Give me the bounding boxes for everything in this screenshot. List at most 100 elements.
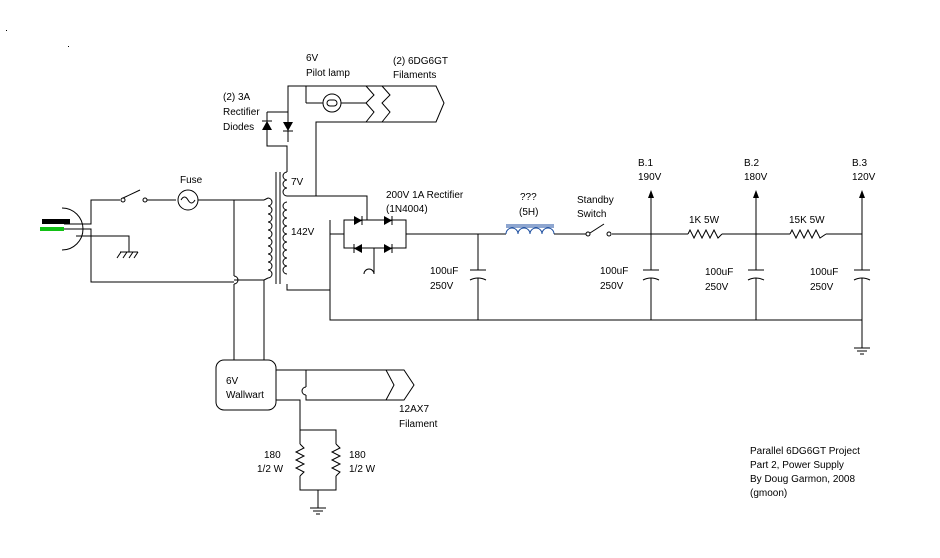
- filaments-name: Filaments: [393, 70, 436, 81]
- r2-label: 15K 5W: [789, 215, 825, 226]
- b3-name: B.3: [852, 158, 867, 169]
- tap-b1-arrow: [648, 190, 654, 234]
- ground-return-rail: [329, 283, 863, 348]
- primary-winding: [267, 197, 273, 279]
- choke-inductor: [505, 224, 586, 235]
- credits-line4: (gmoon): [750, 488, 787, 499]
- secondary-142v-winding: [282, 201, 288, 275]
- pilot-lamp-voltage: 6V: [306, 53, 319, 64]
- diode-4: [384, 244, 392, 253]
- c1-voltage: 250V: [430, 281, 454, 292]
- bridge-box: [343, 219, 407, 249]
- ax7-name: Filament: [399, 419, 438, 430]
- fuse-symbol: [177, 189, 264, 211]
- stray-dot: [68, 46, 69, 47]
- plug-prong-black: [42, 219, 70, 224]
- res-left-power: 1/2 W: [257, 464, 284, 475]
- c4-value: 100uF: [810, 267, 838, 278]
- ax7-filament-label: 12AX7 Filament: [399, 404, 438, 430]
- wallwart-label: 6V Wallwart: [226, 376, 264, 401]
- filaments-tubes: (2) 6DG6GT: [393, 56, 448, 67]
- c1-label: 100uF 250V: [430, 266, 458, 292]
- c3-label: 100uF 250V: [705, 267, 733, 293]
- secondary-7v-winding: [282, 171, 288, 197]
- filament-connector-6dg6gt: [365, 85, 445, 123]
- b1-name: B.1: [638, 158, 653, 169]
- standby-switch-label: Standby Switch: [577, 195, 614, 220]
- resistor-180-left: [294, 430, 318, 491]
- pilot-lamp-symbol: [305, 86, 366, 113]
- credits-block: Parallel 6DG6GT Project Part 2, Power Su…: [750, 446, 860, 499]
- chassis-ground-icon: [116, 251, 139, 259]
- credits-line2: Part 2, Power Supply: [750, 460, 844, 471]
- rectifier-diode-left: [262, 112, 272, 143]
- credits-line1: Parallel 6DG6GT Project: [750, 446, 860, 457]
- c2-value: 100uF: [600, 266, 628, 277]
- b2-voltage: 180V: [744, 172, 768, 183]
- diode-1: [354, 216, 362, 225]
- standby-line1: Standby: [577, 195, 614, 206]
- secondary-7v-label: 7V: [291, 177, 304, 188]
- wallwart-name: Wallwart: [226, 390, 264, 401]
- diode-2: [384, 216, 392, 225]
- resistor-180-right: [317, 430, 342, 508]
- power-transformer: [234, 171, 288, 284]
- c2-voltage: 250V: [600, 281, 624, 292]
- c4-label: 100uF 250V: [810, 267, 838, 293]
- capacitor-c1: [469, 234, 487, 320]
- res-right-label: 180 1/2 W: [349, 450, 376, 475]
- standby-line2: Switch: [577, 209, 606, 220]
- resistor-1k: [687, 228, 723, 240]
- b1-label: B.1 190V: [638, 158, 662, 183]
- b3-voltage: 120V: [852, 172, 876, 183]
- credits-line3: By Doug Garmon, 2008: [750, 474, 855, 485]
- mains-wiring: [76, 199, 234, 283]
- resistor-15k: [789, 228, 827, 240]
- c2-label: 100uF 250V: [600, 266, 628, 292]
- bridge-rating: 200V 1A Rectifier: [386, 190, 464, 201]
- c3-voltage: 250V: [705, 282, 729, 293]
- tap-b3-arrow: [859, 190, 865, 234]
- filaments-label: (2) 6DG6GT Filaments: [393, 56, 448, 81]
- ground-icon: [854, 347, 870, 355]
- tap-b2-arrow: [753, 190, 759, 234]
- c1-value: 100uF: [430, 266, 458, 277]
- b2-name: B.2: [744, 158, 759, 169]
- standby-switch: [585, 223, 612, 237]
- rectifier-diode-right: [283, 122, 293, 132]
- bridge-rectifier: [286, 195, 478, 291]
- wallwart-output-wiring: [276, 369, 386, 442]
- b3-label: B.3 120V: [852, 158, 876, 183]
- stray-dot: [6, 30, 7, 31]
- b2-label: B.2 180V: [744, 158, 768, 183]
- c4-voltage: 250V: [810, 282, 834, 293]
- choke-unknown: ???: [520, 192, 537, 203]
- ax7-tube: 12AX7: [399, 404, 429, 415]
- choke-label: ??? (5H): [519, 192, 538, 218]
- rectifier-diodes-name: Diodes: [223, 122, 254, 133]
- wallwart-voltage: 6V: [226, 376, 239, 387]
- r1-label: 1K 5W: [689, 215, 720, 226]
- pilot-lamp-name: Pilot lamp: [306, 68, 350, 79]
- c3-value: 100uF: [705, 267, 733, 278]
- rectifier-diodes-type: Rectifier: [223, 107, 260, 118]
- wallwart-feed: [233, 200, 265, 360]
- power-switch: [120, 189, 176, 203]
- rectifier-diodes-count: (2) 3A: [223, 92, 251, 103]
- wallwart-box: [215, 359, 277, 411]
- diode-3: [354, 244, 362, 253]
- capacitor-c2: [642, 234, 660, 320]
- res-left-value: 180: [264, 450, 281, 461]
- b1-voltage: 190V: [638, 172, 662, 183]
- fuse-label: Fuse: [180, 175, 203, 186]
- secondary-142v-label: 142V: [291, 227, 315, 238]
- res-right-power: 1/2 W: [349, 464, 376, 475]
- pilot-lamp-label: 6V Pilot lamp: [306, 53, 350, 79]
- ground-icon-filament: [310, 507, 326, 515]
- bridge-part: (1N4004): [386, 204, 428, 215]
- plug-prong-green: [40, 227, 64, 231]
- capacitor-c3: [747, 234, 765, 320]
- connector-12ax7: [385, 369, 415, 401]
- rectifier-diodes-label: (2) 3A Rectifier Diodes: [223, 92, 260, 133]
